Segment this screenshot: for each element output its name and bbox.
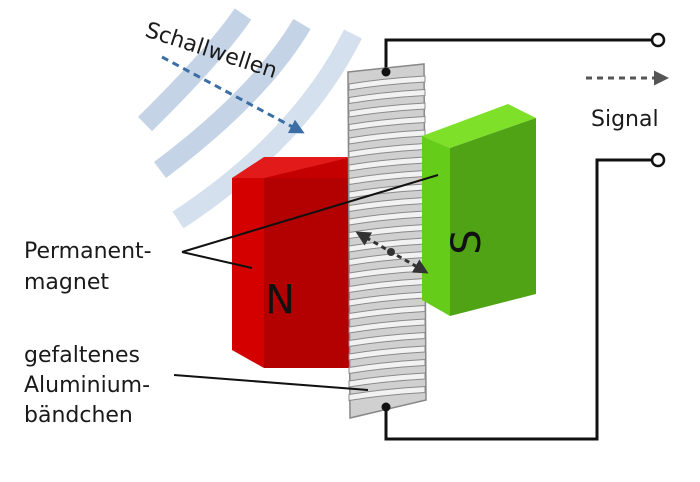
aluminium-ribbon (347, 63, 427, 419)
terminal-top (650, 32, 666, 48)
magnet-south (422, 104, 536, 316)
sound-wave-2 (153, 18, 311, 178)
magnet-south-side-face (422, 136, 450, 316)
label-permanent-line2: magnet (24, 270, 109, 295)
magnet-south-front-face (450, 118, 536, 316)
contact-bottom (381, 402, 391, 412)
label-pole-north: N (265, 274, 295, 320)
contact-top (381, 67, 391, 77)
sound-direction-arrow (161, 55, 305, 134)
label-schallwellen: Schallwellen (142, 18, 280, 84)
wires (384, 32, 666, 441)
ribbon-fold (348, 331, 426, 348)
ribbon-fold (348, 318, 426, 334)
pointer-to-north-magnet (181, 251, 253, 269)
ribbon-fold (348, 88, 426, 105)
ribbon-motion-center (387, 248, 395, 256)
pointer-lines (173, 174, 439, 391)
terminal-bottom (650, 152, 666, 168)
magnet-north (232, 157, 352, 368)
ribbon-fold (348, 115, 426, 132)
label-ribbon-line1: gefaltenes (24, 343, 140, 368)
label-permanent-line1: Permanent- (24, 239, 152, 264)
magnet-south-top-face (422, 104, 536, 148)
pointer-to-south-magnet (181, 174, 439, 253)
magnet-north-edge (264, 157, 352, 178)
ribbon-fold (348, 304, 426, 321)
magnet-north-front-face (264, 178, 352, 368)
label-signal: Signal (591, 107, 659, 132)
sound-wave-3 (172, 29, 362, 229)
ribbon-fold (348, 345, 426, 361)
magnet-north-side-face (232, 178, 264, 368)
label-pole-south: S (444, 229, 490, 254)
wire-top (384, 38, 658, 72)
label-ribbon-line2: Aluminium- (24, 373, 150, 398)
sound-waves (137, 8, 362, 229)
ribbon-fold (348, 372, 426, 388)
pointer-to-ribbon (173, 374, 369, 391)
ribbon-fold (348, 75, 426, 91)
sound-wave-1 (137, 8, 252, 132)
ribbon-fold (348, 385, 426, 402)
label-ribbon-line3: bändchen (24, 403, 133, 428)
ribbon-fold (348, 358, 426, 375)
wire-bottom (384, 158, 658, 441)
ribbon-fold (348, 102, 426, 118)
